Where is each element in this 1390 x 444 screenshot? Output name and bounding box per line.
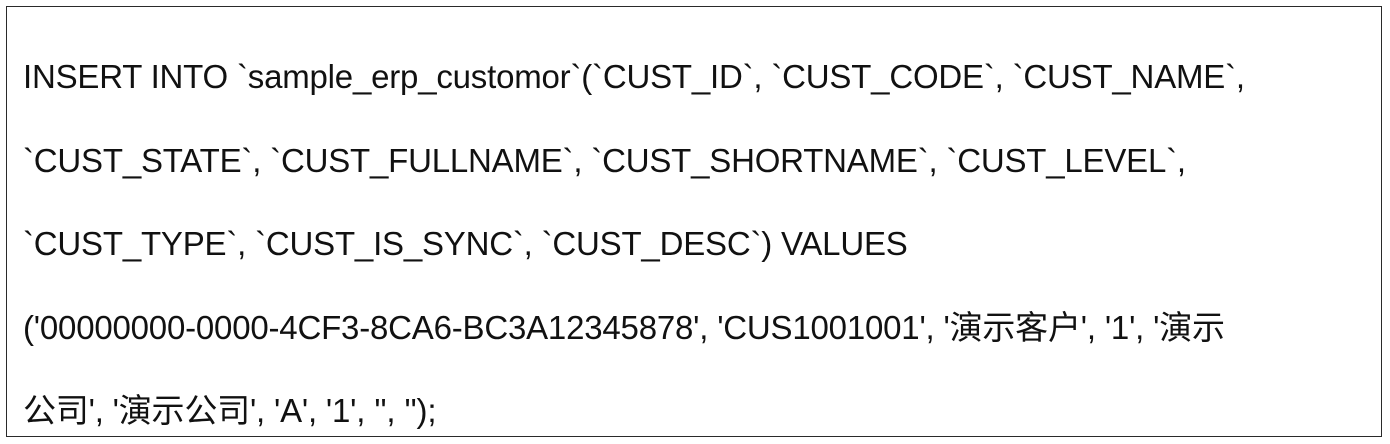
sql-line-4: ('00000000-0000-4CF3-8CA6-BC3A12345878',… (23, 309, 1225, 346)
sql-line-5: 公司', '演示公司', 'A', '1', '', ''); (23, 392, 437, 429)
sql-line-1: INSERT INTO `sample_erp_customor`(`CUST_… (23, 58, 1245, 95)
sql-code-box: INSERT INTO `sample_erp_customor`(`CUST_… (6, 6, 1382, 437)
sql-line-2: `CUST_STATE`, `CUST_FULLNAME`, `CUST_SHO… (23, 142, 1186, 179)
sql-line-3: `CUST_TYPE`, `CUST_IS_SYNC`, `CUST_DESC`… (23, 225, 908, 262)
